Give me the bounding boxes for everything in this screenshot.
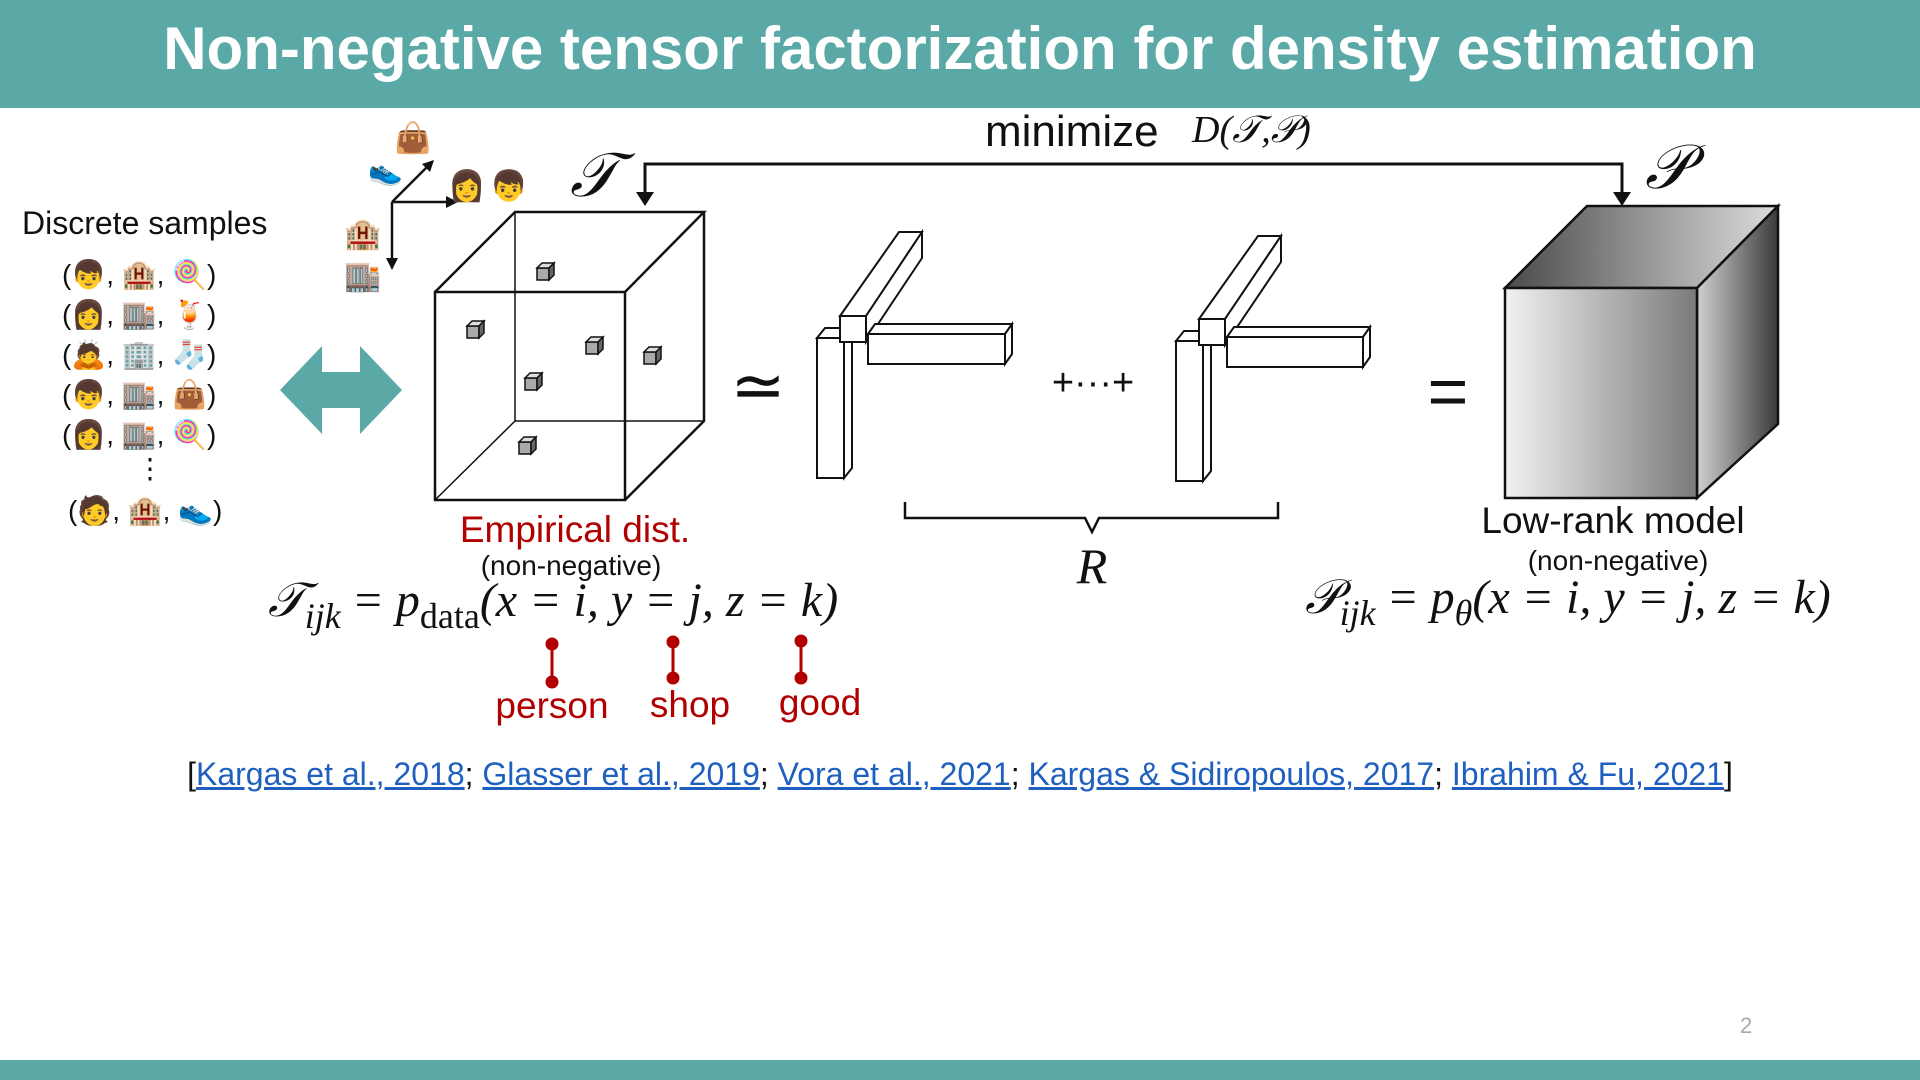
plus-dots: +···+ (1052, 362, 1134, 404)
axis-z (391, 165, 429, 203)
rank-label-R: R (1076, 538, 1108, 594)
diagram: minimize D(𝒯,𝒫) 𝒯 𝒫 Discrete samples (👦,… (22, 108, 1831, 726)
title-bar (0, 0, 1920, 108)
samples-heading: Discrete samples (22, 205, 267, 241)
empirical-tensor-entries (465, 261, 663, 456)
ref-link-4[interactable]: Kargas & Sidiropoulos, 2017 (1028, 756, 1435, 792)
minimize-label: minimize (985, 108, 1159, 156)
ref-close-bracket: ] (1724, 756, 1733, 792)
objective-expression: D(𝒯,𝒫) (1191, 109, 1311, 151)
axis-x-head (446, 196, 458, 208)
ref-open-bracket: [ (187, 756, 196, 792)
rank-brace (903, 502, 1280, 535)
formula-left: 𝒯ijk=pdata(x = i, y = j, z = k) (268, 574, 838, 636)
ref-sep: ; (464, 756, 474, 792)
ref-link-1[interactable]: Kargas et al., 2018 (195, 756, 465, 792)
ref-link-3[interactable]: Vora et al., 2021 (777, 756, 1011, 792)
formula-right: 𝒫ijk=pθ(x = i, y = j, z = k) (1305, 571, 1831, 633)
man-icon: 👦 (490, 168, 527, 203)
nonneg-left-label: (non-negative) (481, 550, 662, 581)
ref-sep: ; (1010, 756, 1020, 792)
var-label-person: person (495, 685, 608, 726)
samples-list: (👦, 🏨, 🍭) (👩, 🏬, 🍹) (🙇, 🏢, 🧦) (👦, 🏬, 👜) (👩, … (62, 256, 222, 527)
axis-z-head (422, 160, 434, 172)
ref-link-5[interactable]: Ibrahim & Fu, 2021 (1451, 756, 1725, 792)
bag-icon: 👜 (394, 120, 431, 155)
slide-title: Non-negative tensor factorization for de… (163, 15, 1757, 82)
low-rank-model-label: Low-rank model (1481, 500, 1744, 541)
hotel-icon: 🏨 (344, 218, 381, 252)
model-symbol-P: 𝒫 (1645, 134, 1706, 202)
ref-sep: ; (759, 756, 769, 792)
approx-symbol: ≃ (730, 348, 785, 422)
sample-tuple: (👦, 🏬, 👜) (62, 378, 216, 411)
empirical-tensor-cube (433, 210, 707, 502)
shoe-icon: 👟 (368, 155, 403, 187)
arrowhead-right (1613, 192, 1631, 206)
rank-one-term-2 (1173, 232, 1372, 484)
references: [Kargas et al., 2018; Glasser et al., 20… (0, 756, 1920, 793)
sample-tuple: (🧑, 🏨, 👟) (68, 493, 222, 527)
store-icon: 🏬 (344, 260, 381, 293)
axis-diagram: 👜 👟 👩 👦 🏨 🏬 (344, 120, 527, 293)
var-label-good: good (779, 682, 861, 723)
var-label-shop: shop (650, 684, 730, 725)
woman-icon: 👩 (448, 168, 485, 203)
variable-pointers (545, 634, 808, 689)
bottom-bar (0, 1060, 1920, 1080)
axis-y-head (386, 258, 398, 270)
sample-tuple: (🙇, 🏢, 🧦) (62, 338, 216, 371)
page-number: 2 (1740, 1013, 1753, 1038)
sample-tuple: (👩, 🏬, 🍭) (62, 416, 216, 451)
double-arrow-icon (280, 346, 402, 434)
nonneg-right-label: (non-negative) (1528, 545, 1709, 576)
ref-link-2[interactable]: Glasser et al., 2019 (482, 756, 760, 792)
objective-arrow-line (643, 162, 1624, 199)
tensor-symbol-T: 𝒯 (570, 142, 636, 210)
empirical-dist-label: Empirical dist. (460, 509, 690, 550)
sample-tuple: (👩, 🏬, 🍹) (62, 297, 216, 331)
rank-one-term-1 (814, 228, 1014, 481)
equals-symbol: = (1428, 352, 1469, 430)
ref-sep: ; (1434, 756, 1443, 792)
low-rank-model-cube (1501, 202, 1781, 501)
arrowhead-left (636, 192, 654, 206)
samples-vdots: ⋮ (136, 453, 164, 484)
sample-tuple: (👦, 🏨, 🍭) (62, 256, 216, 291)
